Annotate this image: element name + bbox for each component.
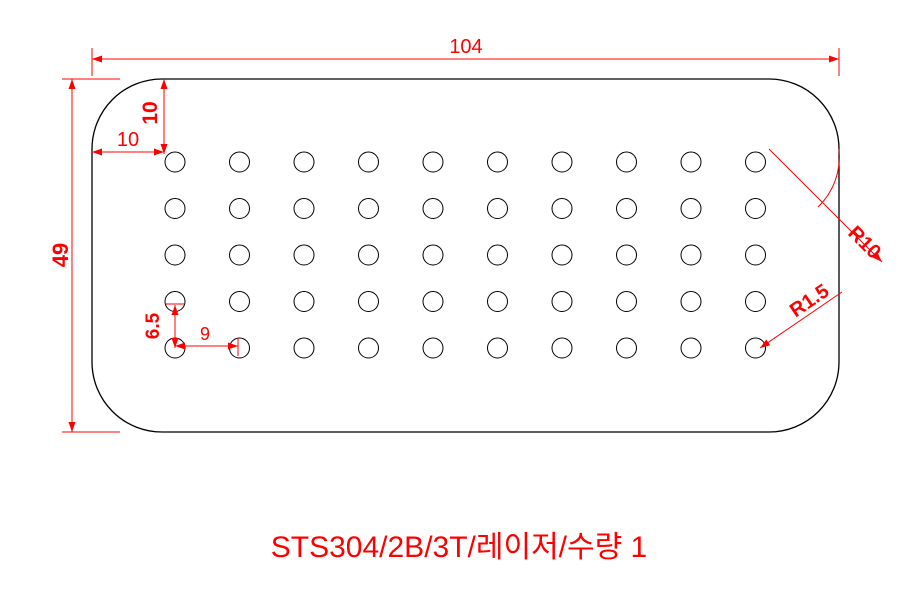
hole [358, 244, 379, 266]
hole-radius-label: R1.5 [786, 280, 833, 322]
hole [229, 337, 250, 359]
hole [422, 337, 444, 359]
hole [293, 151, 315, 173]
hole [358, 291, 379, 312]
hole-pitch-y-label: 6.5 [143, 312, 164, 339]
hole [680, 291, 702, 312]
corner-offset-y-dimension: 10 [139, 79, 168, 154]
plate-outline [91, 78, 840, 433]
corner-offset-x-label: 10 [117, 129, 139, 151]
hole [680, 244, 702, 266]
hole [616, 291, 637, 312]
hole [229, 198, 250, 219]
hole [745, 291, 766, 312]
hole [229, 244, 250, 266]
corner-offset-y-label: 10 [139, 101, 162, 124]
hole [229, 151, 250, 173]
hole [487, 198, 508, 219]
hole [487, 244, 508, 266]
hole [745, 244, 766, 266]
hole [164, 198, 186, 219]
hole [616, 337, 637, 359]
hole [551, 151, 573, 173]
hole [422, 151, 444, 173]
hole [293, 291, 315, 312]
hole [164, 151, 186, 173]
corner-radius-dimension: R10 [768, 148, 885, 264]
hole [551, 198, 573, 219]
hole [422, 244, 444, 266]
hole [422, 291, 444, 312]
hole [745, 337, 766, 359]
hole-pitch-y-dimension: 6.5 [143, 303, 184, 348]
overall-width-dimension: 104 [91, 36, 840, 76]
hole [616, 244, 637, 266]
hole [616, 198, 637, 219]
hole-pitch-x-label: 9 [200, 324, 210, 344]
hole [358, 151, 379, 173]
hole [487, 291, 508, 312]
hole [680, 198, 702, 219]
hole [229, 291, 250, 312]
hole [551, 244, 573, 266]
hole [487, 337, 508, 359]
overall-height-dimension: 49 [48, 78, 120, 433]
hole-radius-dimension: R1.5 [759, 280, 843, 349]
hole [293, 244, 315, 266]
hole [487, 151, 508, 173]
part-specification-caption: STS304/2B/3T/레이저/수량 1 [270, 531, 648, 564]
corner-radius-label: R10 [843, 222, 885, 264]
hole-grid [164, 151, 766, 359]
hole [358, 198, 379, 219]
hole [745, 151, 766, 173]
hole-pitch-x-dimension: 9 [175, 324, 239, 356]
hole [293, 198, 315, 219]
hole [358, 337, 379, 359]
hole [680, 337, 702, 359]
hole [551, 337, 573, 359]
hole [745, 198, 766, 219]
overall-width-label: 104 [449, 36, 482, 58]
hole [293, 337, 315, 359]
hole [616, 151, 637, 173]
overall-height-label: 49 [48, 243, 73, 267]
hole [422, 198, 444, 219]
hole [164, 244, 186, 266]
hole [680, 151, 702, 173]
hole [551, 291, 573, 312]
corner-offset-x-dimension: 10 [92, 129, 164, 156]
